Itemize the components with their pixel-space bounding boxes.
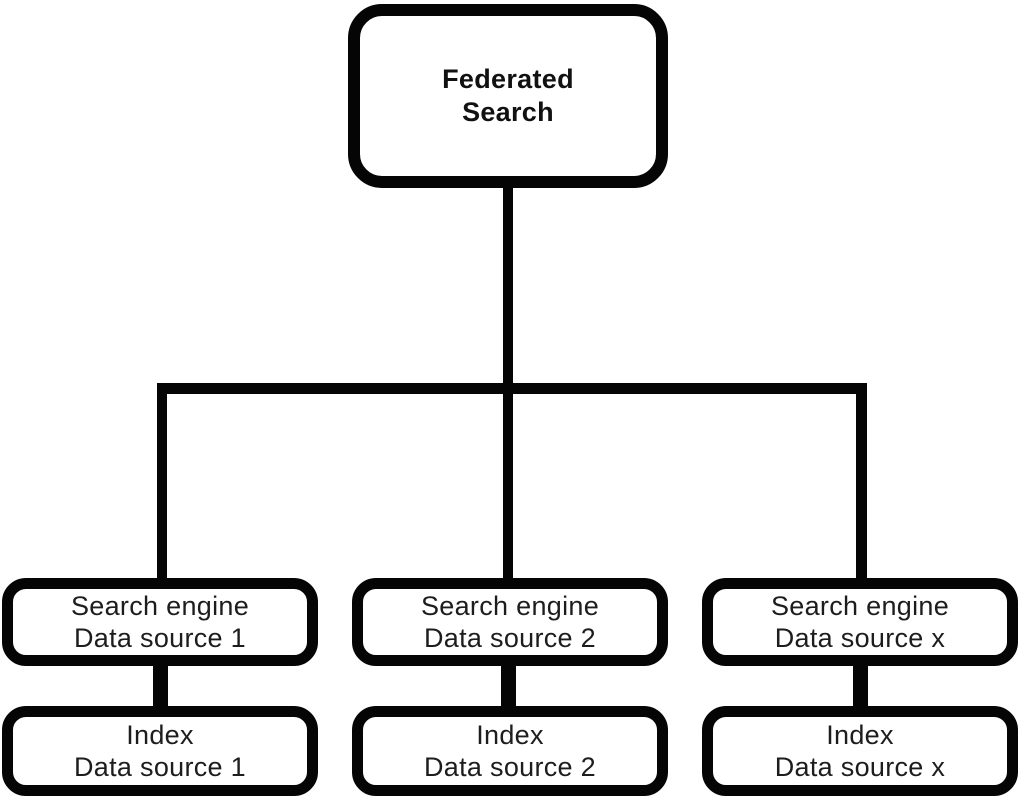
search-engine-2-line1: Search engine xyxy=(420,591,600,621)
connector-root-trunk xyxy=(503,184,513,390)
search-engine-box-x: Search engine Data source x xyxy=(702,578,1018,666)
connector-drop-right xyxy=(856,383,867,581)
index-1-line2: Data source 1 xyxy=(74,752,246,782)
index-box-1: Index Data source 1 xyxy=(2,706,318,796)
search-engine-x-line2: Data source x xyxy=(774,623,946,653)
index-box-2: Index Data source 2 xyxy=(352,706,668,796)
search-engine-box-1: Search engine Data source 1 xyxy=(2,578,318,666)
search-engine-1-line2: Data source 1 xyxy=(74,623,246,653)
federated-search-label: Federated Search xyxy=(442,64,574,127)
connector-engine-index-3 xyxy=(853,662,868,710)
index-1-line1: Index xyxy=(126,720,194,750)
connector-horizontal-bus xyxy=(158,383,866,394)
search-engine-1-line1: Search engine xyxy=(70,591,250,621)
search-engine-box-2: Search engine Data source 2 xyxy=(352,578,668,666)
index-2-line2: Data source 2 xyxy=(424,752,596,782)
connector-engine-index-1 xyxy=(153,662,168,710)
index-box-x: Index Data source x xyxy=(702,706,1018,796)
index-x-line1: Index xyxy=(826,720,894,750)
index-2-line1: Index xyxy=(476,720,544,750)
search-engine-2-line2: Data source 2 xyxy=(424,623,596,653)
connector-drop-middle xyxy=(503,390,513,581)
index-x-line2: Data source x xyxy=(774,752,946,782)
connector-drop-left xyxy=(157,383,167,581)
search-engine-x-line1: Search engine xyxy=(770,591,950,621)
connector-engine-index-2 xyxy=(501,662,516,710)
federated-search-box: Federated Search xyxy=(348,4,668,188)
